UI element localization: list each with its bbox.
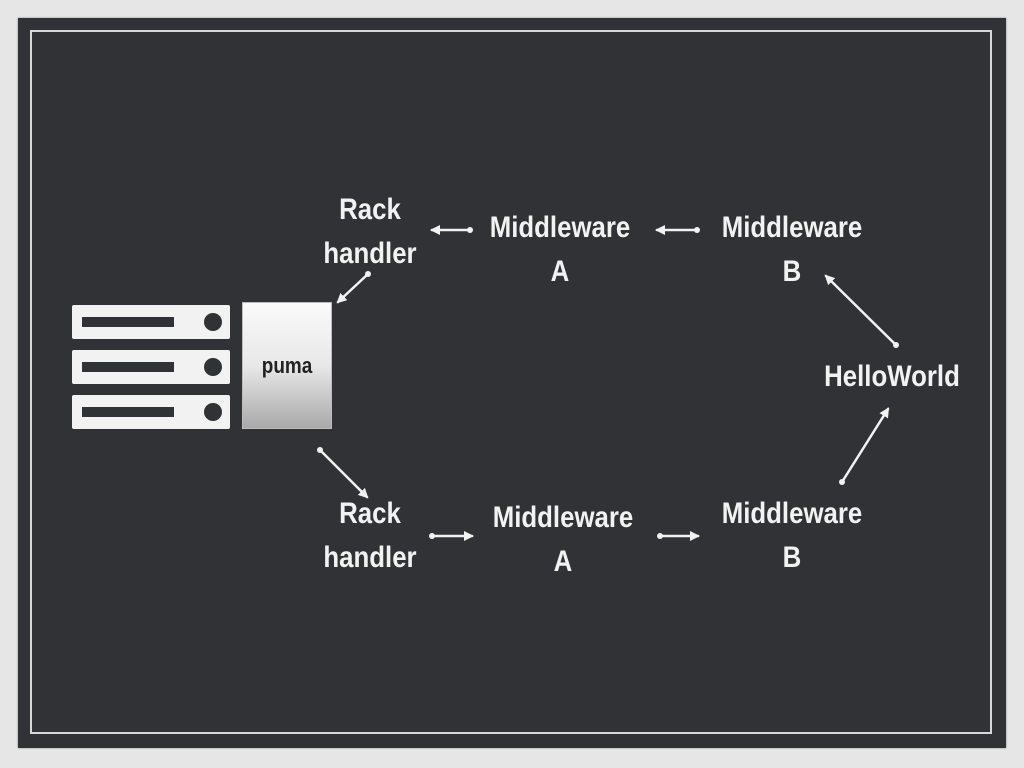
puma-server-box: puma	[242, 302, 332, 429]
top-rack-handler-line-1: Rack	[339, 193, 401, 226]
server-unit-icon	[72, 395, 230, 429]
server-unit-icon	[72, 305, 230, 339]
server-led	[204, 313, 222, 331]
server-led	[204, 403, 222, 421]
server-led	[204, 358, 222, 376]
bottom-middleware-b-line-1: Middleware	[721, 497, 863, 530]
slide-frame	[30, 30, 992, 734]
bottom-middleware-a-label: Middleware A	[481, 496, 644, 584]
top-middleware-a-line-2: A	[550, 255, 570, 288]
bottom-middleware-a-line-2: A	[553, 545, 573, 578]
puma-label: puma	[261, 353, 313, 378]
top-middleware-b-line-1: Middleware	[721, 211, 863, 244]
top-rack-handler-label: Rack handler	[310, 188, 430, 276]
bottom-middleware-b-label: Middleware B	[710, 492, 873, 580]
top-rack-handler-line-2: handler	[323, 237, 417, 270]
bottom-rack-handler-line-2: handler	[323, 541, 417, 574]
server-unit-icon	[72, 350, 230, 384]
bottom-middleware-b-line-2: B	[782, 541, 802, 574]
top-middleware-b-line-2: B	[782, 255, 802, 288]
top-middleware-b-label: Middleware B	[710, 206, 873, 294]
top-middleware-a-line-1: Middleware	[489, 211, 631, 244]
bottom-rack-handler-line-1: Rack	[339, 497, 401, 530]
top-middleware-a-label: Middleware A	[478, 206, 641, 294]
server-slot	[82, 317, 174, 327]
server-slot	[82, 407, 174, 417]
helloworld-label: HelloWorld	[824, 360, 960, 393]
bottom-rack-handler-label: Rack handler	[310, 492, 430, 580]
bottom-middleware-a-line-1: Middleware	[492, 501, 634, 534]
server-slot	[82, 362, 174, 372]
